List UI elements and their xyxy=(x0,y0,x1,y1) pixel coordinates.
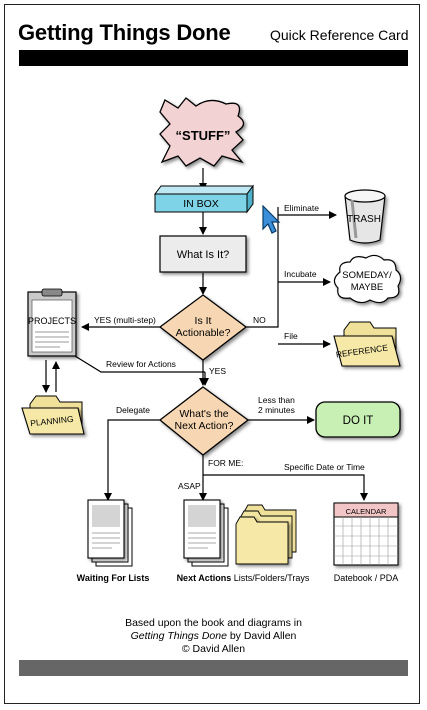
file-label: File xyxy=(284,331,298,341)
yes-multistep-label: YES (multi-step) xyxy=(94,315,156,325)
someday-label-line1: SOMEDAY/ xyxy=(342,270,392,281)
footer-copyright: © David Allen xyxy=(181,643,246,655)
edge-no-vertical xyxy=(246,207,279,328)
footer-line1: Based upon the book and diagrams in xyxy=(125,617,302,629)
projects-node: PROJECTS xyxy=(27,288,77,357)
actionable-label-line2: Actionable? xyxy=(176,327,231,339)
yes-label: YES xyxy=(209,366,226,376)
review-for-actions-label: Review for Actions xyxy=(106,359,176,369)
planning-folder-front xyxy=(21,407,85,435)
no-label: NO xyxy=(253,315,266,325)
stuff-label: “STUFF” xyxy=(176,128,231,143)
next-actions-folders-icon xyxy=(235,504,297,565)
trash-can-rim xyxy=(344,189,386,203)
bottom-bar xyxy=(19,660,408,676)
page-subtitle: Quick Reference Card xyxy=(270,27,409,43)
calendar-node: CALENDAR Datebook / PDA xyxy=(333,502,399,583)
do-it-node: DO IT xyxy=(315,401,401,438)
edge-specific-date xyxy=(203,474,368,501)
page-title: Getting Things Done xyxy=(18,20,231,45)
connectors xyxy=(42,168,368,501)
top-bar xyxy=(19,50,408,66)
asap-label: ASAP xyxy=(178,481,201,491)
stuff-node: “STUFF” xyxy=(159,97,245,167)
next-actions-label-rest: Lists/Folders/Trays xyxy=(231,573,310,583)
specific-date-label: Specific Date or Time xyxy=(284,462,365,472)
trash-label: TRASH xyxy=(347,214,381,225)
calendar-label: CALENDAR xyxy=(346,507,387,516)
planning-label: PLANNING xyxy=(30,414,74,428)
what-is-it-node: What Is It? xyxy=(159,235,247,273)
less-than-label-line2: 2 minutes xyxy=(258,405,295,415)
delegate-label: Delegate xyxy=(116,405,150,415)
for-me-label: FOR ME: xyxy=(208,458,243,468)
reference-folder-front xyxy=(333,335,401,367)
actionable-node: Is It Actionable? xyxy=(158,294,248,361)
actionable-label-line1: Is It xyxy=(195,315,212,327)
inbox-label: IN BOX xyxy=(183,198,219,210)
eliminate-label: Eliminate xyxy=(284,203,319,213)
next-actions-label: Next Actions Lists/Folders/Trays xyxy=(177,573,310,583)
inbox-node: IN BOX xyxy=(154,184,254,214)
waiting-for-node: Waiting For Lists xyxy=(77,499,150,583)
waiting-for-label: Waiting For Lists xyxy=(77,573,150,583)
footer-author: by David Allen xyxy=(226,630,297,642)
footer-book-title: Getting Things Done xyxy=(130,630,227,642)
stuff-shape xyxy=(159,97,245,167)
incubate-label: Incubate xyxy=(284,269,317,279)
next-actions-node: Next Actions Lists/Folders/Trays xyxy=(177,499,310,583)
edge-delegate xyxy=(104,419,160,501)
projects-label: PROJECTS xyxy=(28,316,76,326)
trash-node: TRASH xyxy=(344,189,386,244)
next-action-label-line1: What's the xyxy=(179,408,228,420)
actionable-diamond xyxy=(158,294,248,361)
inbox-tray-top xyxy=(154,185,254,195)
someday-label-line2: MAYBE xyxy=(351,282,384,293)
what-is-it-label: What Is It? xyxy=(177,249,230,261)
datebook-label: Datebook / PDA xyxy=(334,573,399,583)
next-action-node: What's the Next Action? xyxy=(158,386,250,456)
do-it-label: DO IT xyxy=(343,415,374,427)
next-action-label-line2: Next Action? xyxy=(175,420,234,432)
planning-node: PLANNING xyxy=(21,395,85,435)
do-it-box xyxy=(315,401,401,438)
next-action-diamond xyxy=(158,386,250,456)
less-than-label-line1: Less than xyxy=(258,395,295,405)
someday-node: SOMEDAY/ MAYBE xyxy=(333,254,402,304)
next-actions-label-bold: Next Actions xyxy=(177,573,232,583)
mouse-cursor-icon xyxy=(262,205,281,234)
inbox-tray-front xyxy=(154,193,248,213)
someday-cloud-shape xyxy=(333,254,402,304)
edge-labels: Eliminate Incubate File NO YES (multi-st… xyxy=(94,203,365,491)
footer-line2: Getting Things Done by David Allen xyxy=(0,630,427,642)
reference-node: REFERENCE xyxy=(333,321,401,367)
what-is-it-box xyxy=(159,235,247,273)
